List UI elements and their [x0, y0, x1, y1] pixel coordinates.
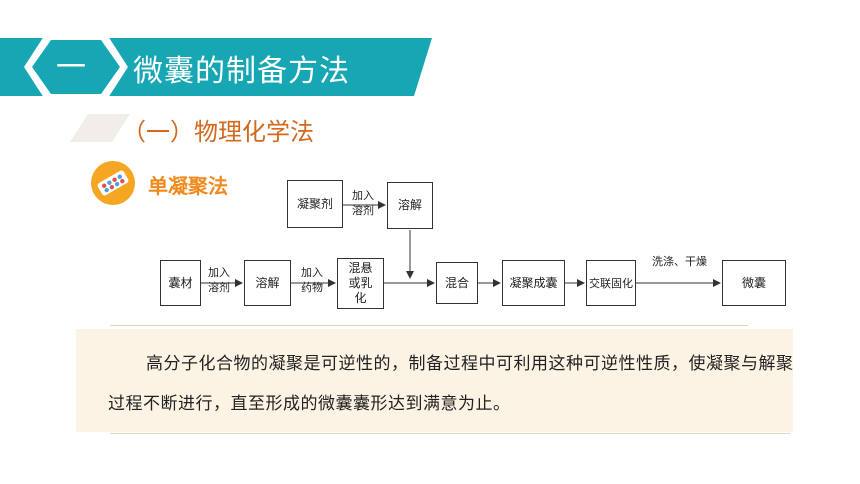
note-panel: [76, 329, 793, 432]
page-title: 微囊的制备方法: [133, 54, 350, 89]
box-dissolve: 溶解: [244, 260, 291, 306]
note-bottom-rule: [110, 433, 790, 434]
box-suspension: 混悬或乳化: [337, 258, 384, 309]
label-add-solvent: 加入 溶剂: [208, 266, 230, 294]
label-add-drug: 加入 药物: [301, 266, 323, 294]
box-crosslink: 交联固化: [586, 260, 636, 306]
box-microcapsule: 微囊: [722, 260, 786, 306]
box-dissolve-top: 溶解: [387, 182, 433, 229]
subheading-decor: [70, 114, 130, 142]
box-mix: 混合: [436, 262, 478, 304]
subheading: （一）物理化学法: [122, 118, 314, 146]
label-wash-dry: 洗涤、干燥: [652, 255, 707, 268]
pill-capsules-icon: [91, 161, 135, 205]
section-banner: 一 微囊的制备方法: [0, 33, 432, 101]
box-coacervant: 凝聚剂: [287, 180, 343, 228]
box-core-material: 囊材: [160, 260, 201, 306]
note-top-rule: [110, 325, 748, 326]
method-label: 单凝聚法: [148, 174, 228, 198]
hexagon-badge: [24, 33, 128, 101]
section-number: 一: [56, 50, 86, 85]
box-coacervate: 凝聚成囊: [502, 260, 565, 306]
label-add-solvent-top: 加入 溶剂: [352, 189, 374, 217]
note-text: 高分子化合物的凝聚是可逆性的，制备过程中可利用这种可逆性性质，使凝聚与解聚过程不…: [108, 354, 794, 414]
